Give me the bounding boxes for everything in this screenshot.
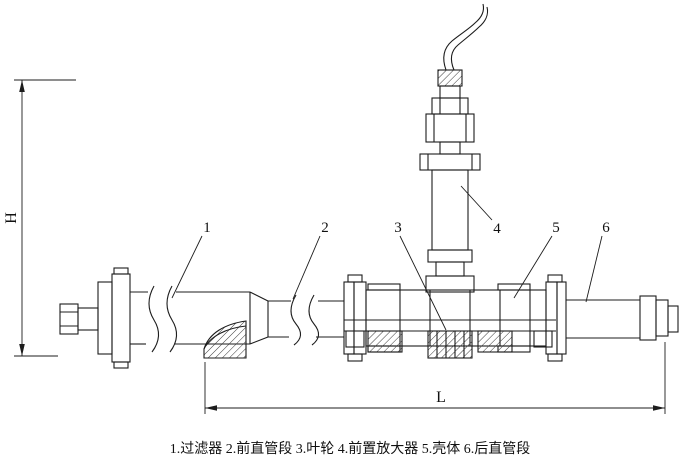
- preamplifier-stack: [419, 69, 481, 293]
- amplifier-head: [425, 113, 475, 143]
- break-line: [166, 285, 178, 353]
- part-number-1: 1: [203, 220, 211, 236]
- h-arrow-down: [19, 344, 25, 356]
- sensor-mount-boss: [425, 275, 475, 293]
- inlet-flange-assembly: [59, 267, 131, 369]
- gland-nut: [431, 97, 469, 115]
- break-line: [148, 285, 160, 353]
- break-line: [308, 294, 320, 346]
- leader-2: [292, 235, 321, 300]
- leader-lines: [171, 185, 603, 331]
- l-dimension-lines: [204, 342, 666, 414]
- l-arrow-left: [205, 405, 217, 411]
- sensor-cable: [443, 3, 489, 71]
- impeller: [427, 330, 473, 359]
- end-cap: [667, 305, 679, 333]
- leader-5: [513, 235, 553, 299]
- meter-section-cut: [344, 319, 556, 359]
- h-dimension-label: H: [3, 212, 20, 224]
- end-coupling: [639, 295, 657, 341]
- parts-legend-caption: 1.过滤器 2.前直管段 3.叶轮 4.前置放大器 5.壳体 6.后直管段: [170, 440, 531, 457]
- l-arrow-right: [653, 405, 665, 411]
- flange-plate-1: [97, 281, 113, 355]
- part-number-4: 4: [493, 221, 501, 237]
- front-straight-pipe: [268, 294, 344, 346]
- part-number-5: 5: [552, 220, 560, 236]
- cable-connector: [437, 69, 463, 87]
- h-dimension-lines: [14, 79, 76, 357]
- leader-3: [399, 235, 447, 331]
- flange-plate-2: [111, 273, 131, 363]
- l-dimension-label: L: [436, 389, 446, 406]
- preamplifier-body: [431, 169, 469, 251]
- leader-1: [171, 235, 203, 299]
- part-number-3: 3: [394, 220, 402, 236]
- leader-4: [460, 185, 493, 221]
- bolt-head: [59, 303, 79, 335]
- leader-6: [585, 235, 603, 303]
- bolt-shaft: [77, 307, 99, 331]
- reducer-cone: [249, 291, 269, 345]
- h-arrow-up: [19, 80, 25, 92]
- break-line: [290, 294, 302, 346]
- filter-screen: [203, 292, 251, 359]
- amplifier-flange: [419, 153, 481, 171]
- part-number-2: 2: [321, 220, 329, 236]
- rear-straight-pipe: [566, 295, 679, 341]
- part-number-6: 6: [602, 220, 610, 236]
